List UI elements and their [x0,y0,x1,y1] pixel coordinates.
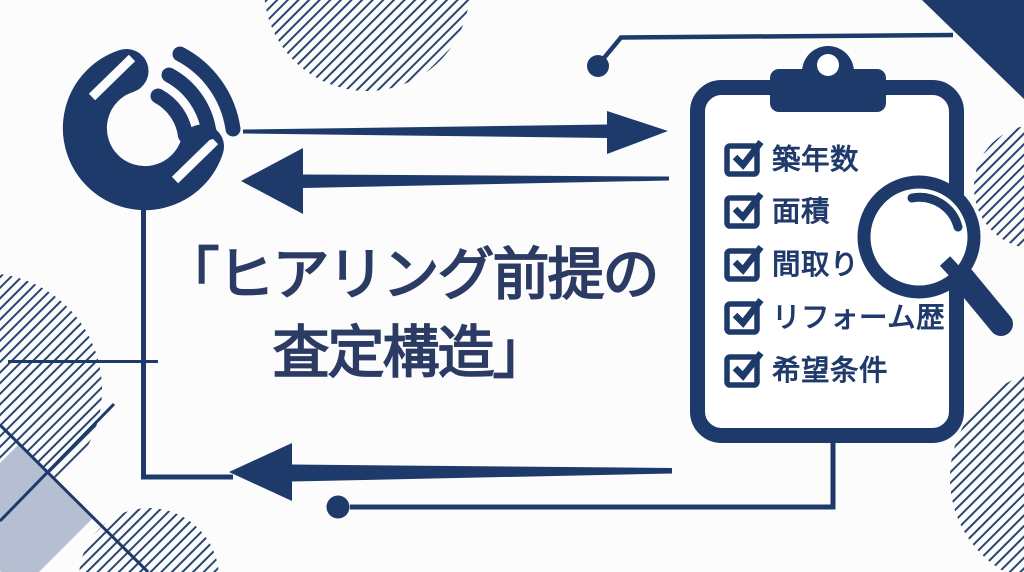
phone-handset-slit-bottom [171,137,219,184]
clipboard-clip-hole [817,54,839,76]
title-line-2: 査定構造」 [272,321,550,385]
checklist-item-label: 間取り [772,249,860,281]
phone-icon [62,46,241,211]
corner-triangle [922,0,1024,99]
striped-circle-bottom-right [950,375,1024,572]
checkbox-checked-icon [724,244,764,282]
striped-circle-bottom-center [79,508,219,572]
magnifier-icon [857,175,1013,336]
checklist-item-label: 面積 [772,196,831,228]
checkbox-checked-icon [724,350,764,388]
checklist-item-label: 希望条件 [772,355,889,387]
cross-line-back [0,423,150,572]
bottom-connector-dot [326,495,350,519]
clipboard-clip [770,69,886,112]
top-connector-line [602,32,954,60]
phone-wave-3 [172,46,241,137]
top-connector-dot [587,55,609,77]
phone-wave-1 [150,88,193,143]
page-title: 「ヒアリング前提の 査定構造」 [118,236,702,392]
cross-line-forward [0,402,116,523]
arrow-left-icon [241,148,669,214]
title-line-1: 「ヒアリング前提の [162,243,660,307]
accent-diamond [0,443,94,572]
phone-wave-2 [161,67,217,140]
arrow-right-icon [243,111,668,154]
bottom-connector-line [350,443,836,510]
magnifier-handle [951,266,1013,336]
phone-connector-line [141,205,233,480]
checkbox-checked-icon [724,139,764,177]
striped-circle-top [264,0,470,91]
checklist-item-label: リフォーム歴 [772,302,946,334]
checkbox-checked-icon [724,191,764,229]
checkbox-checked-icon [724,297,764,335]
striped-circle-left [0,273,102,507]
arrow-left-bottom-icon [229,443,672,501]
phone-handset-slit-top [88,54,136,101]
magnifier-shine [907,192,963,232]
checklist-item-label: 築年数 [772,144,860,176]
striped-circle-right [974,126,1024,248]
